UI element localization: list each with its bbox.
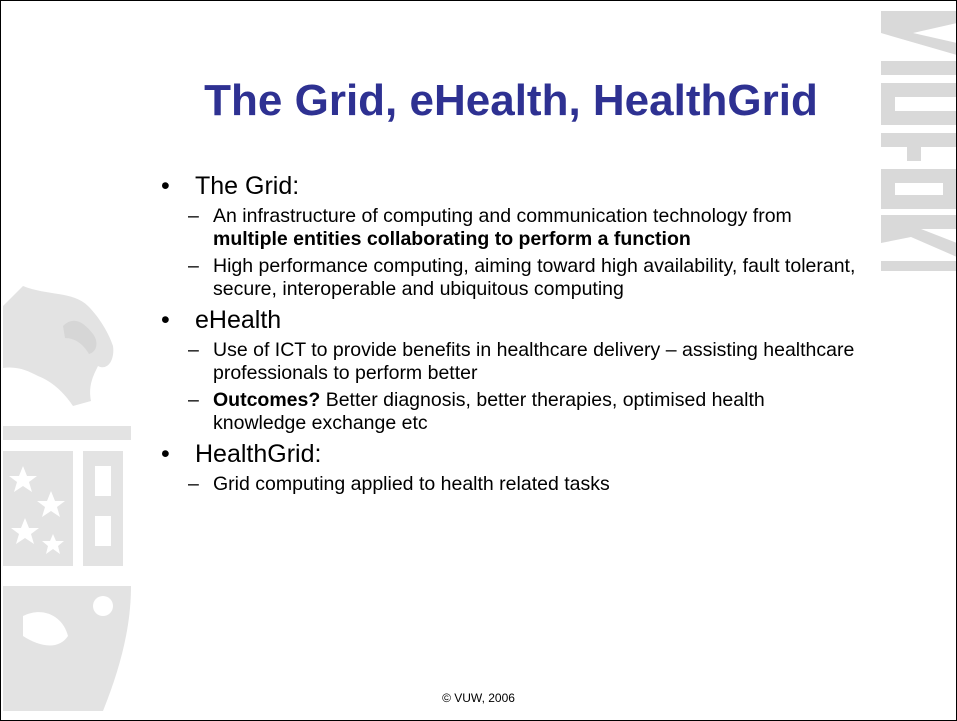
bullet-icon: • (161, 306, 170, 334)
bullet-item-healthgrid: • HealthGrid: (161, 439, 861, 469)
bold-text: multiple entities collaborating to perfo… (213, 228, 691, 250)
bullet-text: The Grid: (195, 172, 300, 200)
bullet-icon: • (161, 172, 170, 200)
sub-list: – Grid computing applied to health relat… (161, 473, 861, 496)
slide-title: The Grid, eHealth, HealthGrid (204, 76, 818, 125)
victoria-watermark (881, 11, 956, 271)
dash-icon: – (188, 389, 199, 411)
bullet-text: eHealth (195, 306, 282, 334)
dash-icon: – (188, 473, 199, 495)
sub-item: – High performance computing, aiming tow… (188, 255, 856, 300)
sub-item: – Outcomes? Better diagnosis, better the… (188, 389, 765, 434)
sub-list: – An infrastructure of computing and com… (161, 205, 861, 301)
sub-item: – Grid computing applied to health relat… (188, 473, 610, 495)
dash-icon: – (188, 205, 199, 227)
sub-item: – Use of ICT to provide benefits in heal… (188, 339, 855, 384)
dash-icon: – (188, 339, 199, 361)
bullet-icon: • (161, 440, 170, 468)
slide-footer: © VUW, 2006 (442, 691, 515, 705)
sub-list: – Use of ICT to provide benefits in heal… (161, 339, 861, 435)
bold-text: Outcomes? (213, 389, 321, 411)
dash-icon: – (188, 255, 199, 277)
slide-content: • The Grid: – An infrastructure of compu… (161, 171, 861, 500)
crest-watermark-icon (3, 286, 131, 711)
bullet-text: HealthGrid: (195, 440, 322, 468)
bullet-item-the-grid: • The Grid: (161, 171, 861, 201)
bullet-item-ehealth: • eHealth (161, 305, 861, 335)
sub-item: – An infrastructure of computing and com… (188, 205, 792, 250)
